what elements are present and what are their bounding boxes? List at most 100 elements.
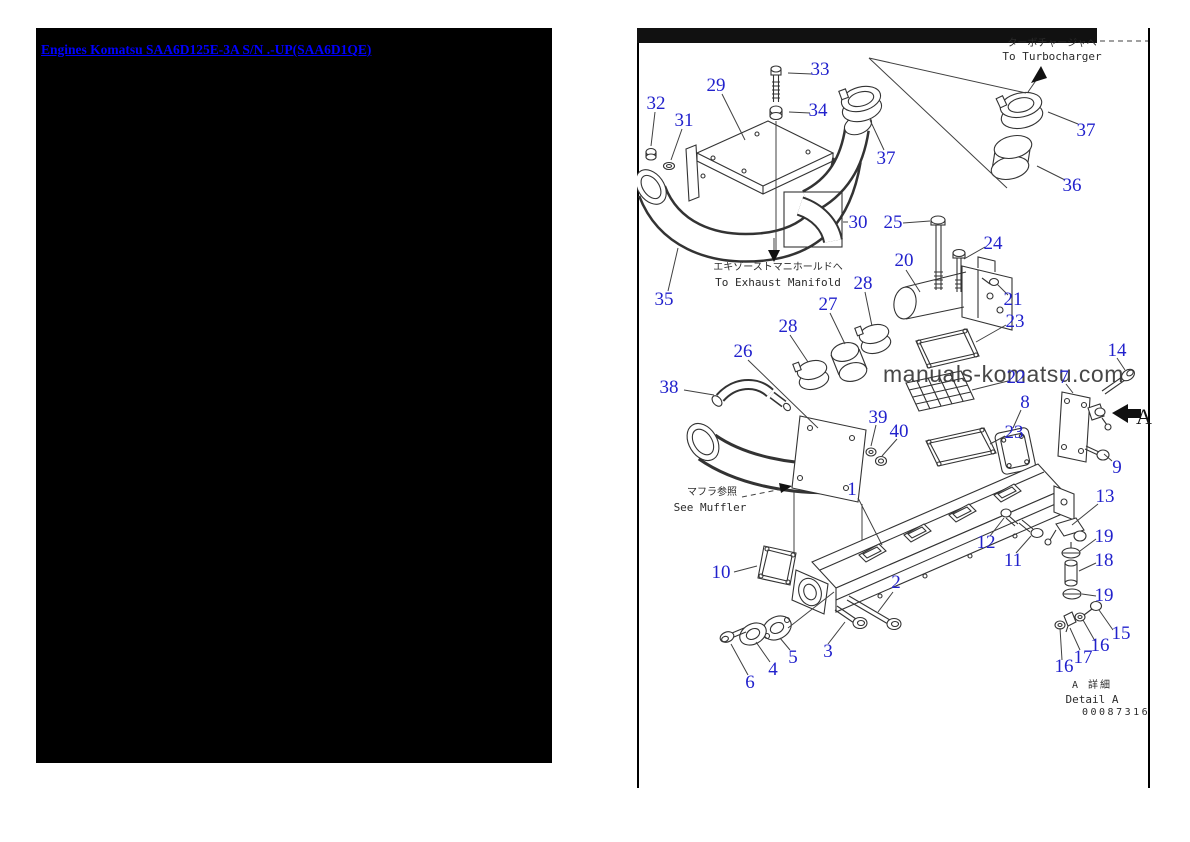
callout-19: 19 [1094, 526, 1114, 547]
callout-9: 9 [1112, 457, 1122, 478]
callout-22: 22 [1006, 367, 1026, 388]
gasket-23-upper [915, 328, 980, 369]
bolt-21 [981, 277, 1000, 287]
callout-32: 32 [646, 93, 666, 114]
nut-39 [865, 447, 877, 457]
callout-6: 6 [745, 672, 755, 693]
gasket-23-lower [925, 427, 997, 467]
flange-5 [762, 591, 835, 641]
label-to-exhaust-manifold-en: To Exhaust Manifold [715, 276, 841, 289]
label-to-exhaust-manifold-jp: エキゾーストマニホールドへ [713, 262, 843, 273]
washer-31 [662, 161, 676, 171]
callout-39: 39 [868, 407, 888, 428]
callout-20: 20 [894, 250, 914, 271]
figure-number: 00087316 [1082, 707, 1151, 718]
label-to-turbocharger-jp: ターボチャージャへ [1007, 38, 1097, 49]
callout-21: 21 [1003, 289, 1023, 310]
bolt-25 [930, 215, 946, 290]
clamp-37-left [838, 85, 883, 123]
callout-13: 13 [1095, 486, 1115, 507]
callout-37: 37 [1076, 120, 1096, 141]
clamp-19-lower [1062, 588, 1082, 600]
callout-3: 3 [823, 641, 833, 662]
callout-17: 17 [1073, 647, 1093, 668]
watermark: manuals-komatsu.com [883, 361, 1124, 387]
nut-34 [769, 105, 783, 250]
sleeve-36 [990, 134, 1033, 181]
leader-lines [650, 72, 1126, 676]
callout-35: 35 [654, 289, 674, 310]
breadcrumb-link[interactable]: Engines Komatsu SAA6D125E-3A S/N .-UP(SA… [41, 42, 372, 57]
nut-32 [645, 147, 657, 161]
callout-4: 4 [768, 659, 778, 680]
hose-27 [830, 342, 868, 382]
clamp-28-upper [854, 323, 892, 355]
callout-40: 40 [889, 421, 909, 442]
bolt-15 [1083, 600, 1103, 616]
callout-38: 38 [659, 377, 679, 398]
parts-diagram [637, 28, 1148, 676]
bolt-3 [834, 605, 868, 630]
callout-15: 15 [1111, 623, 1131, 644]
callout-25: 25 [883, 212, 903, 233]
label-detail-a-en: Detail A [1065, 693, 1119, 706]
callout-36: 36 [1062, 175, 1082, 196]
callout-28: 28 [853, 273, 873, 294]
gasket-4 [739, 622, 767, 646]
callout-10: 10 [711, 562, 731, 583]
connector-20 [893, 256, 1013, 331]
bolt-12 [1000, 508, 1019, 527]
label-see-muffler-en: See Muffler [673, 501, 747, 514]
callout-29: 29 [706, 75, 726, 96]
clamp-28-lower [792, 359, 830, 391]
label-detail-a-jp: A 詳細 [1071, 680, 1113, 691]
callout-28: 28 [778, 316, 798, 337]
hose-30 [783, 191, 843, 248]
callout-5: 5 [788, 647, 798, 668]
bolt-11 [1018, 519, 1044, 539]
nut-16-left [1054, 620, 1066, 630]
detail-a-arrow [1112, 404, 1141, 423]
fitting-13 [1044, 517, 1087, 548]
clamp-37-right [995, 91, 1044, 130]
bolt-24 [952, 248, 966, 292]
bolt-9 [1084, 445, 1110, 461]
tube-38 [711, 379, 791, 412]
exhaust-direction-arrow [768, 238, 780, 262]
label-to-turbocharger-en: To Turbocharger [1002, 50, 1102, 63]
bolt-2 [846, 595, 902, 631]
callout-8: 8 [1020, 392, 1030, 413]
gasket-10 [757, 545, 797, 586]
clamp-19-upper [1061, 547, 1081, 559]
callout-37: 37 [876, 148, 896, 169]
see-muffler-arrow [741, 483, 792, 498]
callout-23: 23 [1004, 422, 1024, 443]
callout-31: 31 [674, 110, 694, 131]
detail-a-marker: A [1136, 404, 1152, 429]
manifold-1 [791, 463, 1075, 615]
label-see-muffler-jp: マフラ参照 [687, 487, 737, 498]
tube-18 [1064, 559, 1078, 587]
heat-protector-22 [905, 370, 975, 412]
page-top-bar [637, 28, 1148, 43]
nut-40 [874, 455, 888, 467]
bracket-plate-29 [685, 120, 835, 202]
callout-7: 7 [1059, 367, 1069, 388]
bolt-6 [719, 627, 747, 643]
callout-19: 19 [1094, 585, 1114, 606]
callout-23: 23 [1005, 311, 1025, 332]
callout-24: 24 [983, 233, 1003, 254]
callout-12: 12 [976, 532, 996, 553]
callout-33: 33 [810, 59, 830, 80]
callout-30: 30 [848, 212, 868, 233]
callout-14: 14 [1107, 340, 1127, 361]
bracket-7-assembly [1057, 391, 1112, 463]
callout-16: 16 [1054, 656, 1074, 677]
callout-27: 27 [818, 294, 838, 315]
callout-11: 11 [1003, 550, 1023, 571]
callout-16: 16 [1090, 635, 1110, 656]
callout-1: 1 [847, 479, 857, 500]
callout-2: 2 [891, 572, 901, 593]
turbo-direction-lines [868, 57, 1047, 189]
